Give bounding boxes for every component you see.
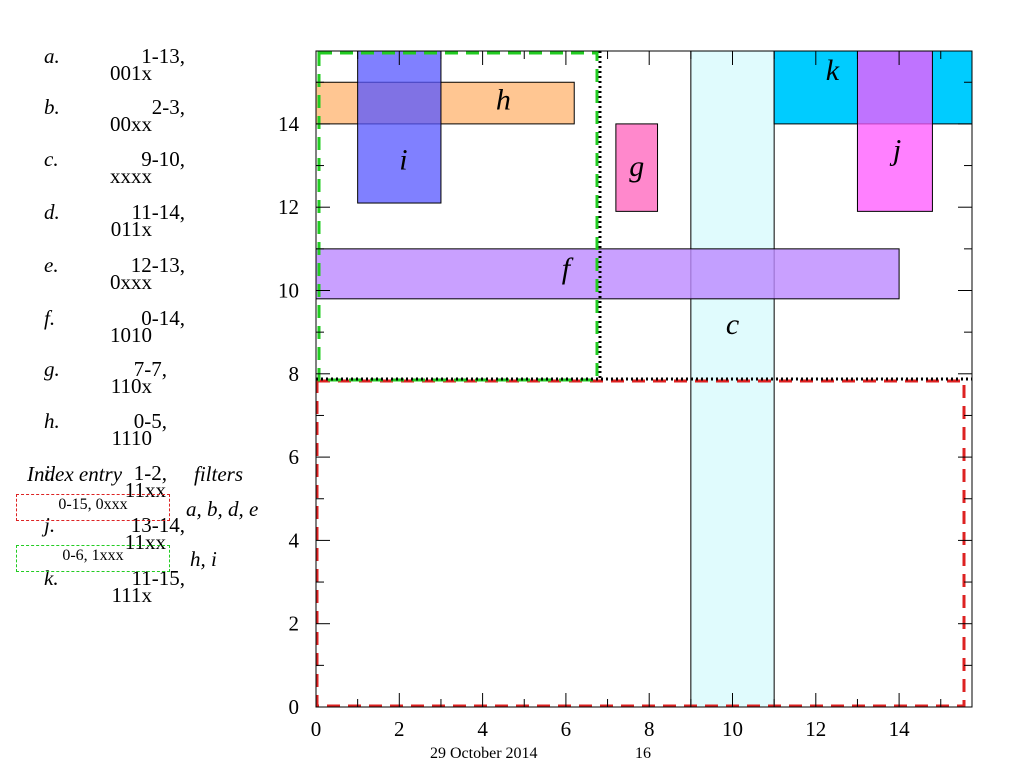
y-tick-label: 10 bbox=[278, 279, 299, 303]
y-tick-label: 14 bbox=[278, 112, 300, 136]
footer-page-number: 16 bbox=[635, 745, 651, 762]
entry-code: 001x bbox=[110, 61, 152, 85]
entry-letter: h. bbox=[44, 409, 60, 433]
entry-range: 1-2, bbox=[133, 461, 167, 485]
entry-k: k. 11-15, 111x bbox=[0, 566, 260, 616]
entry-range: 7-7, bbox=[133, 357, 167, 381]
range-rectangles bbox=[315, 50, 973, 708]
y-tick-label: 2 bbox=[289, 612, 300, 636]
x-tick-label: 12 bbox=[805, 717, 826, 741]
rect-label-j: j bbox=[889, 133, 901, 166]
entry-range: 0-14, bbox=[141, 306, 185, 330]
y-tick-label: 4 bbox=[289, 528, 300, 552]
index-regions bbox=[315, 51, 972, 708]
index-row-entry: 0-15, 0xxx bbox=[58, 496, 128, 513]
entry-d: d. 11-14, 011x bbox=[0, 200, 260, 250]
entry-letter: i. bbox=[44, 461, 56, 485]
rect-label-i: i bbox=[399, 144, 407, 177]
entry-range: 11-14, bbox=[131, 200, 185, 224]
rect-g bbox=[615, 123, 659, 212]
entry-letter: c. bbox=[44, 147, 59, 171]
index-row-entry: 0-6, 1xxx bbox=[62, 547, 124, 564]
x-tick-label: 10 bbox=[722, 717, 743, 741]
rect-label-c: c bbox=[726, 308, 739, 341]
x-tick-label: 6 bbox=[561, 717, 572, 741]
y-tick-label: 8 bbox=[289, 362, 300, 386]
rect-label-g: g bbox=[629, 150, 644, 183]
axis-ticks: 0 2 4 6 8 10 12 14 0 2 4 6 8 10 12 14 bbox=[278, 51, 972, 741]
entry-code: 11xx bbox=[124, 478, 166, 502]
entry-b: b. 2-3, 00xx bbox=[0, 95, 260, 145]
entry-letter: d. bbox=[44, 200, 60, 224]
rect-f bbox=[315, 248, 900, 300]
entry-letter: k. bbox=[44, 566, 59, 590]
entry-code: xxxx bbox=[110, 164, 152, 188]
y-tick-label: 12 bbox=[278, 195, 299, 219]
entry-code: 11xx bbox=[124, 530, 166, 554]
entry-letter: j. bbox=[44, 513, 56, 537]
entry-range: 0-5, bbox=[133, 409, 167, 433]
plot-frame bbox=[315, 50, 973, 708]
y-tick-label: 0 bbox=[289, 695, 300, 719]
x-tick-label: 0 bbox=[311, 717, 322, 741]
rect-label-h: h bbox=[496, 83, 511, 116]
entry-code: 110x bbox=[110, 374, 152, 398]
filters-header: filters bbox=[194, 462, 244, 486]
entry-code: 011x bbox=[110, 217, 152, 241]
entry-letter: g. bbox=[44, 357, 60, 381]
index-entry-header: Index entry bbox=[27, 462, 123, 486]
rect-i bbox=[357, 50, 442, 204]
x-tick-label: 4 bbox=[477, 717, 488, 741]
entry-range: 12-13, bbox=[130, 253, 185, 277]
entry-letter: f. bbox=[44, 306, 56, 330]
x-tick-label: 14 bbox=[889, 717, 911, 741]
entry-a: a. 1-13, 001x bbox=[0, 44, 260, 94]
entry-letter: e. bbox=[44, 253, 59, 277]
x-tick-label: 2 bbox=[394, 717, 405, 741]
entry-code: 1110 bbox=[111, 426, 152, 450]
red-index-region bbox=[315, 379, 966, 708]
entry-letter: a. bbox=[44, 44, 60, 68]
entry-f: f. 0-14, 1010 bbox=[0, 306, 260, 356]
entry-code: 1010 bbox=[110, 323, 152, 347]
entry-range: 13-14, bbox=[130, 513, 185, 537]
entry-j: j. 13-14, 11xx bbox=[0, 513, 260, 563]
entry-code: 111x bbox=[111, 583, 152, 607]
index-row-filters: a, b, d, e bbox=[186, 497, 259, 521]
entry-code: 0xxx bbox=[110, 270, 152, 294]
rect-label-k: k bbox=[826, 54, 840, 87]
entry-c: c. 9-10, xxxx bbox=[0, 147, 260, 197]
entry-range: 2-3, bbox=[151, 95, 185, 119]
rect-j bbox=[856, 50, 933, 212]
index-row-green: 0-6, 1xxx bbox=[16, 545, 170, 572]
y-tick-label: 6 bbox=[289, 445, 300, 469]
entry-i: i. 1-2, 11xx bbox=[0, 461, 260, 511]
rect-h bbox=[315, 81, 575, 125]
entry-range: 1-13, bbox=[141, 44, 185, 68]
entry-e: e. 12-13, 0xxx bbox=[0, 253, 260, 303]
entry-h: h. 0-5, 1110 bbox=[0, 409, 260, 459]
entry-g: g. 7-7, 110x bbox=[0, 357, 260, 407]
index-row-filters: h, i bbox=[190, 547, 217, 571]
footer-date: 29 October 2014 bbox=[430, 745, 538, 762]
index-row-red: 0-15, 0xxx bbox=[16, 494, 170, 521]
entry-range: 9-10, bbox=[141, 147, 185, 171]
entry-range: 11-15, bbox=[131, 566, 185, 590]
entry-letter: b. bbox=[44, 95, 60, 119]
x-tick-label: 8 bbox=[644, 717, 655, 741]
entry-code: 00xx bbox=[110, 112, 152, 136]
